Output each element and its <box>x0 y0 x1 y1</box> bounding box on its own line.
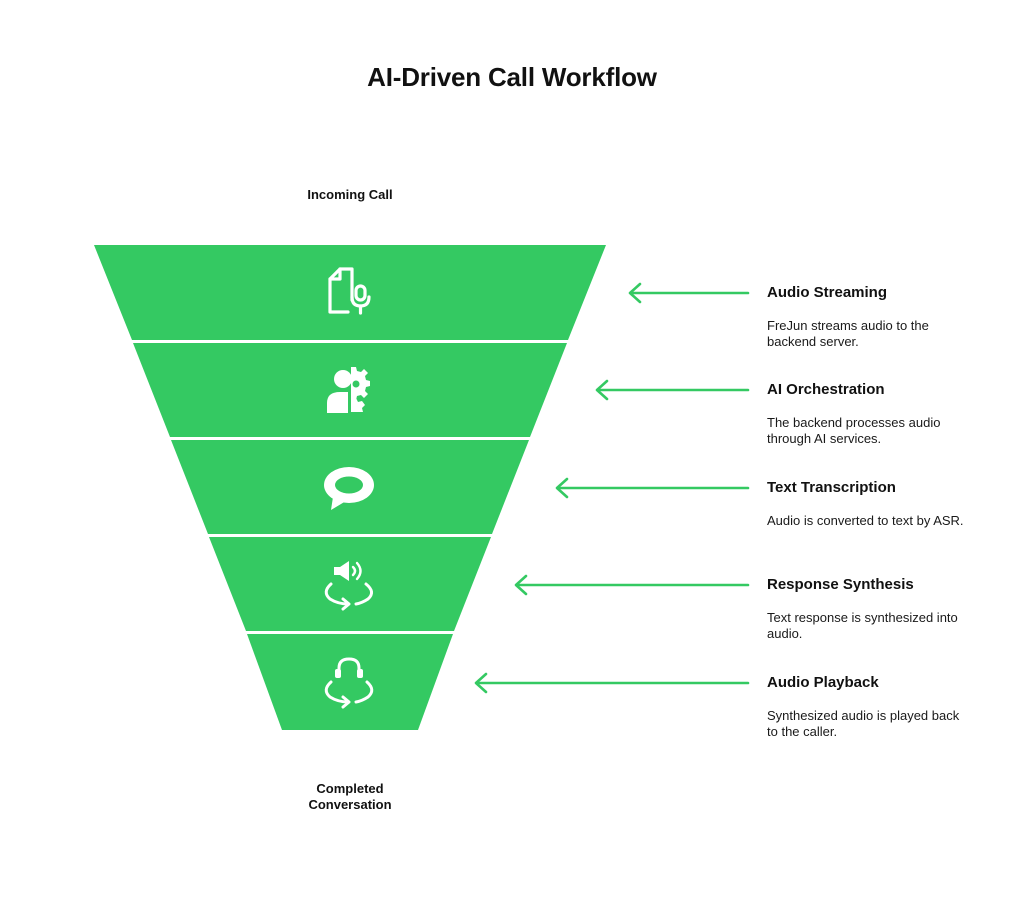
funnel-top-label: Incoming Call <box>307 187 393 202</box>
funnel-bottom-label-line-1: Completed <box>316 781 384 796</box>
step-title-audio-streaming: Audio Streaming <box>767 284 888 301</box>
step-title-text-transcription: Text Transcription <box>767 479 896 496</box>
step-title-response-synthesis: Response Synthesis <box>767 576 914 593</box>
step-title-ai-orchestration: AI Orchestration <box>767 381 885 398</box>
step-desc-text-transcription: Audio is converted to text by ASR. <box>767 513 964 528</box>
arrow-4 <box>514 574 750 596</box>
arrow-5 <box>474 672 750 694</box>
speech-bubble-icon <box>324 467 374 510</box>
funnel-bottom-label: Completed Conversation <box>250 781 450 813</box>
audio-file-microphone-icon <box>328 267 371 315</box>
diagram-title: AI-Driven Call Workflow <box>367 62 657 92</box>
speaker-cycle-icon <box>324 561 373 611</box>
funnel-segment-1 <box>94 245 606 340</box>
person-gear-icon <box>327 367 370 413</box>
step-desc-audio-streaming: FreJun streams audio to the backend serv… <box>767 318 929 349</box>
arrow-3 <box>555 477 750 499</box>
step-desc-response-synthesis: Text response is synthesized into audio. <box>767 610 958 641</box>
step-desc-ai-orchestration: The backend processes audio through AI s… <box>767 415 941 446</box>
headphones-cycle-icon <box>324 657 374 709</box>
funnel-segment-4 <box>209 537 491 631</box>
step-title-audio-playback: Audio Playback <box>767 674 879 691</box>
funnel-segment-5 <box>247 634 453 730</box>
arrow-1 <box>628 282 750 304</box>
funnel-bottom-label-line-2: Conversation <box>308 797 392 812</box>
step-desc-audio-playback: Synthesized audio is played back to the … <box>767 708 960 739</box>
funnel-segment-2 <box>133 343 567 437</box>
arrow-2 <box>595 379 750 401</box>
